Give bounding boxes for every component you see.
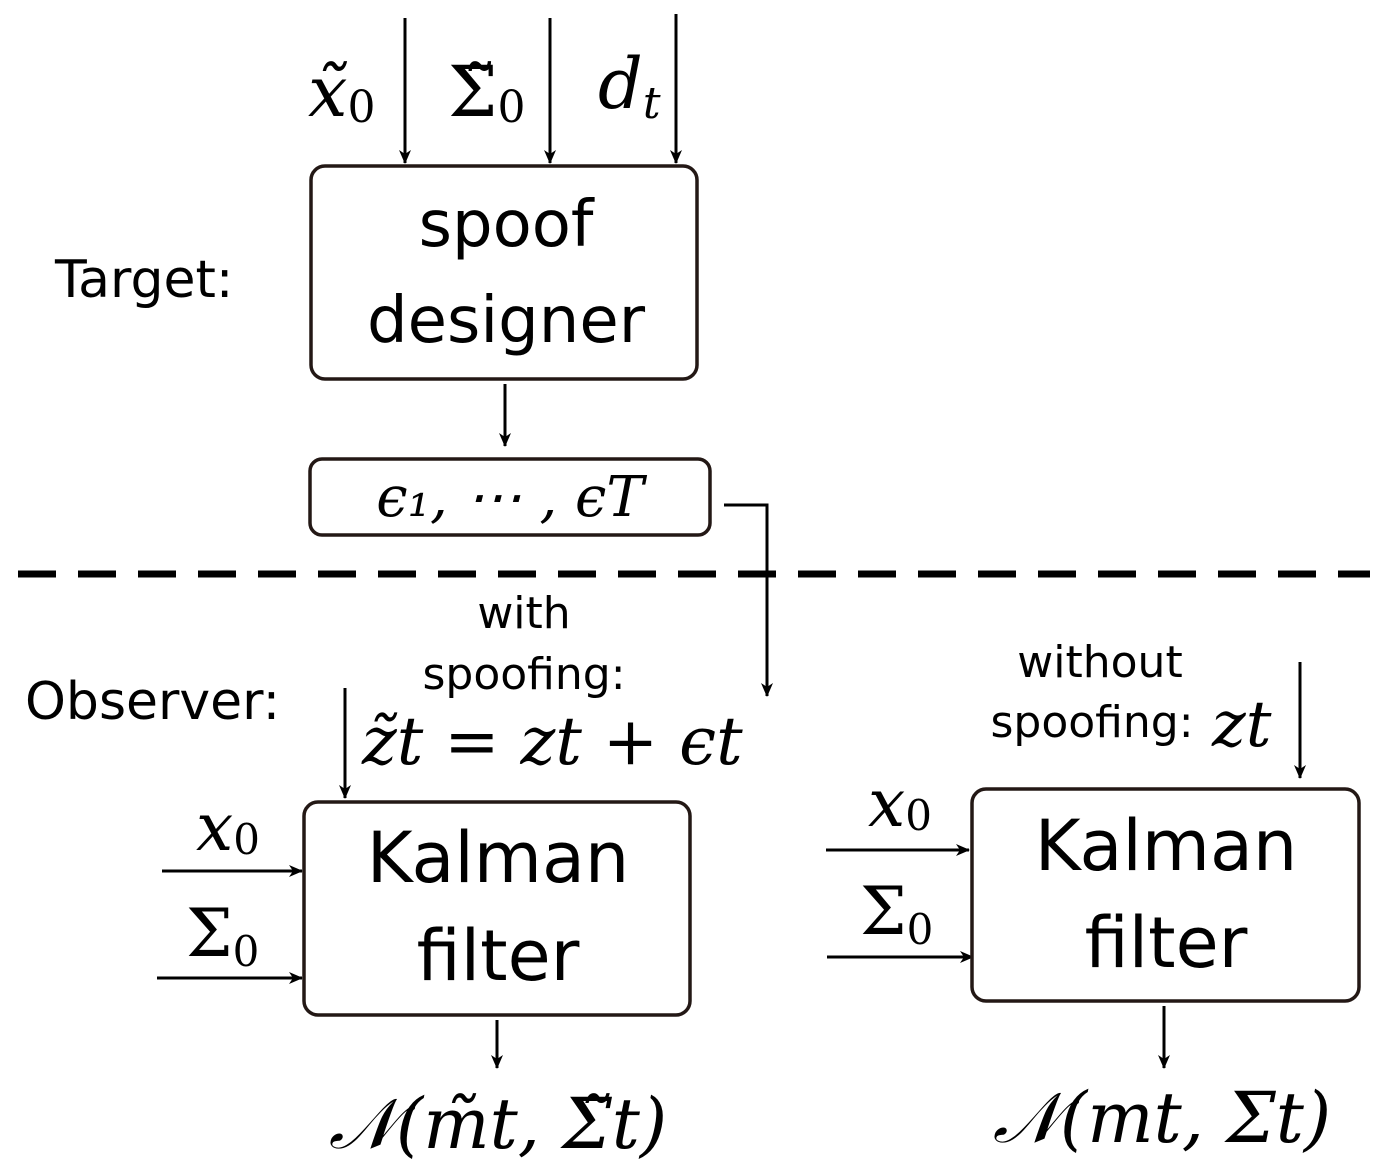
kalman-filter-spoofed-line2: filter xyxy=(417,915,580,997)
observer-label: Observer: xyxy=(25,672,280,732)
kalman-filter-spoofed-box xyxy=(302,800,692,1017)
x0-tilde-symbol: x̃ xyxy=(308,51,347,133)
right-sigma0-subscript: 0 xyxy=(907,905,934,954)
left-x0-subscript: 0 xyxy=(233,815,260,864)
epsilon-sequence-label: ϵ₁, ⋯ , ϵT xyxy=(376,465,647,530)
kalman-filter-true-line1: Kalman xyxy=(1035,805,1297,887)
with-spoofing-label-line1: with xyxy=(477,588,570,639)
left-sigma0-symbol: Σ xyxy=(186,895,233,972)
d-subscript: t xyxy=(643,78,661,129)
spoof-designer-box xyxy=(309,164,699,381)
right-x0-symbol: x xyxy=(868,765,905,842)
left-sigma0-subscript: 0 xyxy=(233,927,260,976)
right-sigma0-symbol: Σ xyxy=(860,873,907,950)
d-symbol: d xyxy=(598,43,643,125)
left-x0-label: x0 xyxy=(196,789,260,866)
right-x0-subscript: 0 xyxy=(905,791,932,840)
sigma0-tilde-symbol: Σ̃ xyxy=(448,51,498,133)
kalman-filter-true-line2: filter xyxy=(1085,902,1248,984)
d-t-label: dt xyxy=(598,43,661,129)
with-spoofing-label-line2: spoofing: xyxy=(422,649,625,700)
x0-tilde-label: x̃0 xyxy=(308,51,375,133)
spoof-designer-line1: spoof xyxy=(419,188,595,262)
kalman-filter-true-box xyxy=(970,787,1361,1003)
kalman-filter-spoofed-line1: Kalman xyxy=(367,817,629,899)
spoofed-measurement-equation: z̃t = zt + ϵt xyxy=(361,703,743,780)
epsilon-sequence-box xyxy=(308,457,712,537)
sigma0-tilde-label: Σ̃0 xyxy=(448,51,526,133)
spoofed-estimate-label: 𝒩(m̃t, Σ̃t) xyxy=(329,1083,667,1165)
epsilon-route-arrow xyxy=(724,503,773,697)
right-x0-label: x0 xyxy=(868,765,932,842)
right-sigma0-label: Σ0 xyxy=(860,873,933,954)
without-spoofing-label-line2: spoofing: xyxy=(990,697,1193,748)
x0-tilde-subscript: 0 xyxy=(347,82,375,133)
spoof-designer-line2: designer xyxy=(367,284,646,358)
true-measurement-label: zt xyxy=(1211,688,1272,762)
left-x0-symbol: x xyxy=(196,789,233,866)
true-estimate-label: 𝒩(mt, Σt) xyxy=(993,1077,1331,1159)
without-spoofing-label-line1: without xyxy=(1017,637,1182,688)
target-label: Target: xyxy=(54,250,233,310)
left-sigma0-label: Σ0 xyxy=(186,895,259,976)
sigma0-tilde-subscript: 0 xyxy=(498,82,526,133)
